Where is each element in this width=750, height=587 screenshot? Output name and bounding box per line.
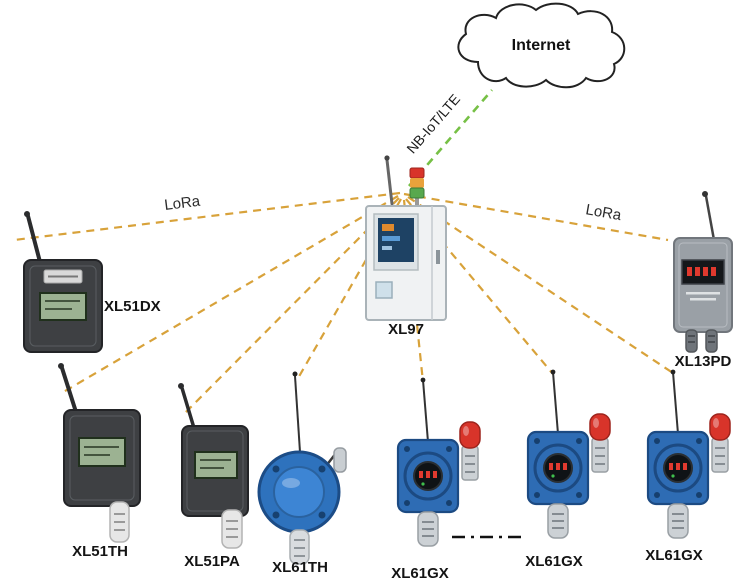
probe-slits [226,520,238,538]
lcd-screen [194,451,238,479]
printed-text-lines [686,292,720,301]
tower-light-green [409,187,425,199]
internet-label: Internet [512,37,571,54]
lcd-screen [78,437,126,467]
tower-light-yellow [410,178,424,188]
lora-link-xl13pd [403,192,669,242]
probe-slits [688,335,715,343]
device-xl61th: XL61TH [257,371,347,576]
housing-lid [273,466,325,518]
probe-right [705,329,718,353]
body-trim [69,415,135,501]
device-label: XL51DX [104,298,161,315]
device-xl51pa: XL51PA [178,383,249,570]
lcd-text-lines [200,459,231,469]
antenna-tip [292,371,298,377]
screen-bar-orange [382,224,394,231]
device-body [673,237,733,333]
probe-slits [114,513,125,531]
gateway-xl97: XL97 [365,155,447,338]
device-label: XL13PD [675,353,732,370]
lcd-text-lines [45,300,80,310]
lcd-text-lines [84,446,119,456]
device-label: XL61GX [645,547,703,564]
body-trim [186,430,244,512]
device-xl61gx-1: XL61GX [391,376,482,582]
antenna [60,366,78,414]
lid-highlight [282,478,300,488]
gas-detector [646,368,732,540]
antenna [294,375,301,453]
display-digits [687,267,716,276]
device-xl61gx-2: XL61GX [525,368,612,570]
gas-detector [526,368,612,540]
cloud-shape [457,2,626,89]
cabinet-window [375,281,393,299]
device-label: XL61GX [525,553,583,570]
lcd-screen [39,292,87,321]
device-label: XL61TH [272,559,328,576]
antenna [704,195,716,241]
device-xl51th: XL51TH [58,363,141,560]
lora-link-xl51dx [13,191,401,242]
uplink-label: NB-IoT/LTE [403,91,463,156]
device-label: XL61GX [391,565,449,582]
device-xl13pd: XL13PD [673,191,733,370]
device-label: XL51PA [184,553,240,570]
body-trim [29,265,97,347]
housing-bolts [272,465,326,519]
probe-slits [294,539,305,557]
antenna [26,214,42,264]
tower-light-red [409,167,425,179]
lora-left-label: LoRa [163,193,201,214]
gateway-label: XL97 [388,321,424,338]
device-label: XL51TH [72,543,128,560]
lora-link-xl61gx-2 [405,198,554,375]
antenna-tip [58,363,64,369]
internet-cloud: Internet [457,2,626,89]
lora-link-xl61gx-3 [407,196,674,374]
remote-sensor [333,447,347,473]
tower-light-pole [415,197,419,207]
antenna-tip [24,211,30,217]
gateway-antenna-tip [384,155,390,161]
lora-link-xl51th [59,195,399,395]
device-xl51dx: XL51DX [23,211,161,353]
cabinet-handle [436,250,440,264]
device-xl61gx-3: XL61GX [645,368,732,564]
gateway-antenna [385,158,394,206]
screen-bar-blue [382,236,400,241]
lora-link-xl51pa [183,197,400,415]
screen-bar-light [382,246,392,250]
antenna-tip [702,191,708,197]
antenna-tip [178,383,184,389]
body-trim [678,242,728,328]
antenna [180,386,196,430]
gas-detector [396,376,482,548]
probe-left [685,329,698,353]
lora-right-label: LoRa [584,201,623,224]
